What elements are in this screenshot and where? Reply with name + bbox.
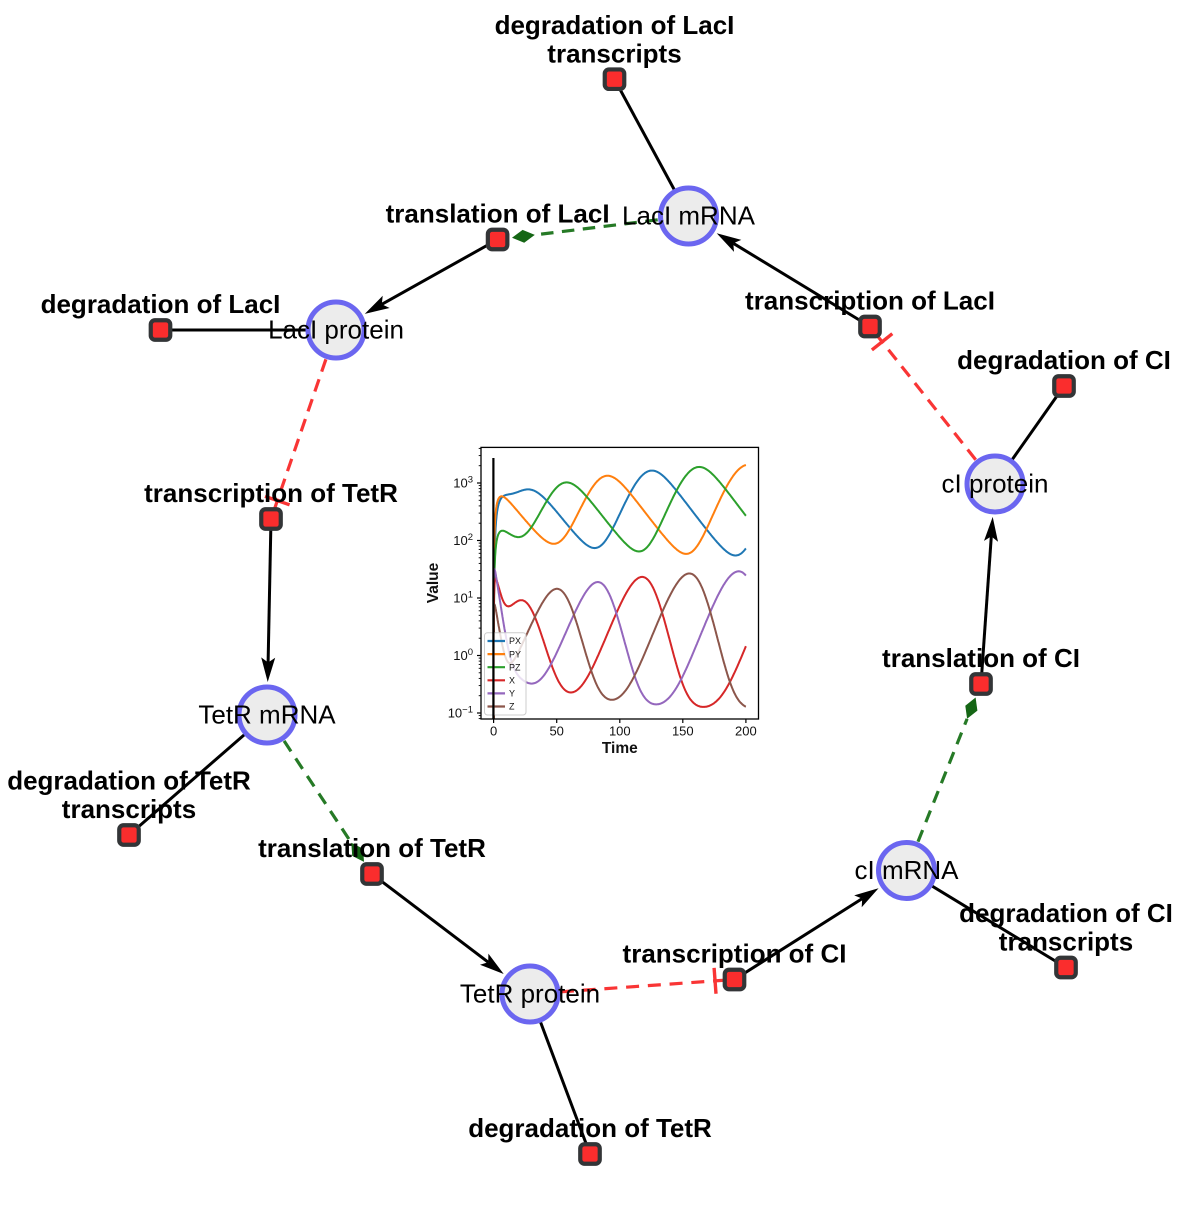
svg-text:101: 101: [453, 590, 473, 606]
svg-text:150: 150: [672, 724, 694, 739]
svg-text:50: 50: [549, 724, 563, 739]
svg-text:degradation of LacI: degradation of LacI: [41, 289, 281, 319]
svg-text:LacI protein: LacI protein: [268, 315, 404, 345]
svg-text:transcripts: transcripts: [62, 794, 196, 824]
svg-text:TetR mRNA: TetR mRNA: [198, 700, 336, 730]
svg-text:translation of LacI: translation of LacI: [386, 199, 610, 229]
svg-text:transcription of TetR: transcription of TetR: [144, 478, 398, 508]
svg-text:degradation of CI: degradation of CI: [959, 898, 1173, 928]
svg-text:Z: Z: [509, 702, 515, 712]
svg-text:transcription of CI: transcription of CI: [623, 939, 847, 969]
svg-text:100: 100: [453, 647, 473, 663]
svg-text:cI protein: cI protein: [942, 469, 1049, 499]
svg-text:degradation of TetR: degradation of TetR: [468, 1113, 712, 1143]
svg-text:degradation of TetR: degradation of TetR: [7, 766, 251, 796]
svg-text:200: 200: [735, 724, 757, 739]
svg-text:degradation of CI: degradation of CI: [957, 345, 1171, 375]
svg-text:Y: Y: [509, 689, 515, 699]
svg-text:PX: PX: [509, 636, 521, 646]
svg-text:translation of TetR: translation of TetR: [258, 833, 486, 863]
svg-text:103: 103: [453, 475, 473, 491]
svg-text:100: 100: [609, 724, 631, 739]
svg-text:transcripts: transcripts: [999, 927, 1133, 957]
svg-text:transcription of LacI: transcription of LacI: [745, 286, 995, 316]
svg-text:translation of CI: translation of CI: [882, 643, 1080, 673]
svg-text:Value: Value: [425, 562, 442, 603]
svg-text:LacI mRNA: LacI mRNA: [622, 201, 756, 231]
svg-text:TetR protein: TetR protein: [460, 979, 600, 1009]
svg-text:cI mRNA: cI mRNA: [855, 855, 960, 885]
svg-text:transcripts: transcripts: [547, 38, 681, 68]
svg-text:degradation of LacI: degradation of LacI: [495, 10, 735, 40]
svg-text:10−1: 10−1: [448, 705, 473, 721]
svg-text:X: X: [509, 676, 515, 686]
svg-text:Time: Time: [602, 740, 638, 757]
svg-text:0: 0: [490, 724, 497, 739]
svg-text:102: 102: [453, 532, 473, 548]
svg-text:PZ: PZ: [509, 662, 521, 672]
svg-text:PY: PY: [509, 649, 521, 659]
